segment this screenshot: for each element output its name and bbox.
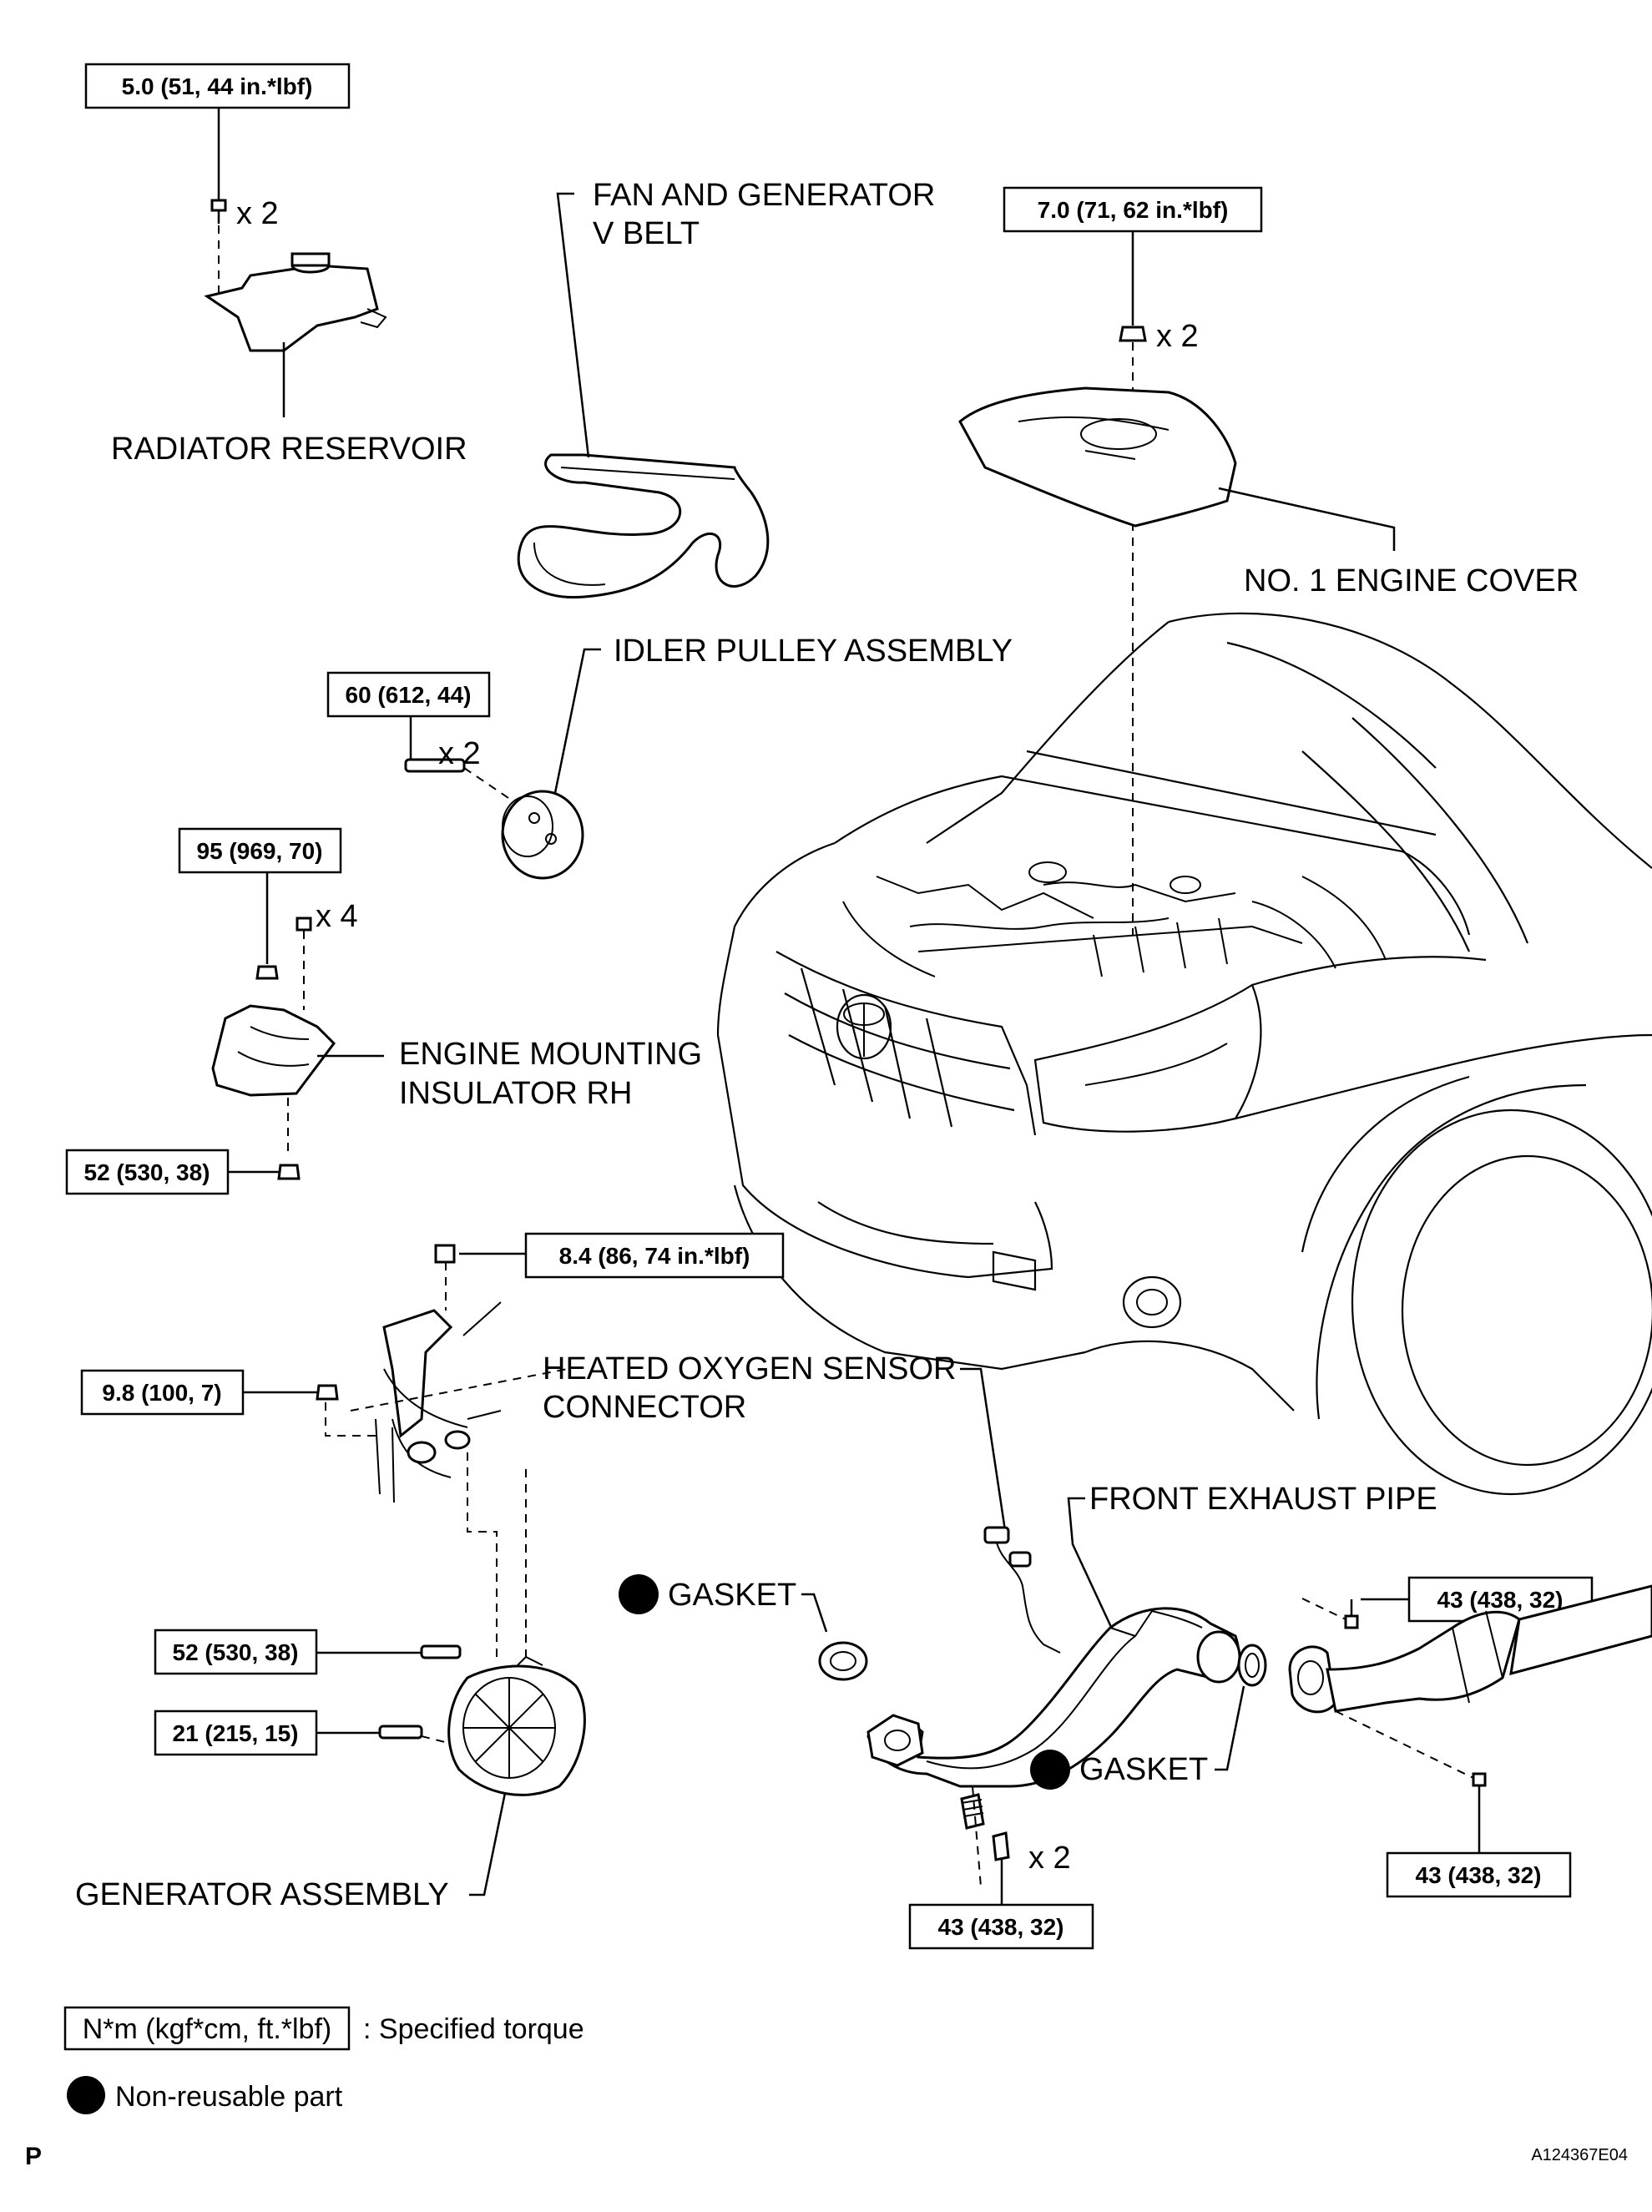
idler-pulley-qty: x 2 (438, 736, 481, 771)
bracket-nut-torque-box (80, 1369, 245, 1416)
generator-upper-torque: 52 (530, 38) (173, 1639, 299, 1665)
legend-torque-text: : Specified torque (363, 2013, 584, 2045)
bolt-icon (1344, 1614, 1359, 1629)
idler-pulley-label: IDLER PULLEY ASSEMBLY (614, 634, 1013, 669)
engine-mount-label-line1: ENGINE MOUNTING (399, 1037, 702, 1072)
idler-pulley-torque: 60 (612, 44) (346, 682, 472, 708)
bracket-bolt-torque: 8.4 (86, 74 in.*lbf) (559, 1243, 750, 1269)
legend-torque-units: N*m (kgf*cm, ft.*lbf) (83, 2013, 331, 2045)
engine-mount-upper-torque: 95 (969, 70) (197, 838, 323, 864)
non-reusable-icon (619, 1574, 659, 1614)
gasket-left-part (818, 1641, 868, 1681)
bracket-group: 8.4 (86, 74 in.*lbf) 9.8 (100, 7) (80, 1232, 785, 1657)
fan-belt-part (517, 453, 770, 599)
bracket-part (382, 1309, 453, 1438)
gasket-right-group: GASKET (1030, 1644, 1267, 1790)
pipe-front-torque-box (908, 1903, 1094, 1950)
nut-icon (255, 965, 279, 980)
legend: N*m (kgf*cm, ft.*lbf) : Specified torque… (63, 2006, 584, 2114)
nut-icon (316, 1384, 339, 1401)
generator-lower-torque-box (154, 1710, 318, 1756)
engine-cover-group: 7.0 (71, 62 in.*lbf) x 2 NO. 1 ENGINE CO… (958, 186, 1579, 935)
nut-icon (277, 1164, 301, 1180)
engine-cover-torque-box (1003, 186, 1263, 233)
nut-icon (1119, 326, 1147, 342)
catalyst-pipe-group: 43 (438, 32) 43 (438, 32) (1288, 1576, 1652, 1898)
oxygen-sensor-label-line2: CONNECTOR (543, 1390, 746, 1425)
idler-pulley-group: 60 (612, 44) x 2 IDLER PULLEY ASSEMBLY (326, 634, 1013, 880)
front-exhaust-qty: x 2 (1028, 1841, 1071, 1876)
generator-group: 52 (530, 38) 21 (215, 15) GENERATOR ASSE… (75, 1629, 586, 1912)
generator-upper-torque-box (154, 1629, 318, 1675)
engine-cover-part (958, 386, 1237, 528)
bolt-icon (210, 199, 227, 212)
pipe-right-upper-torque: 43 (438, 32) (1437, 1587, 1564, 1613)
engine-mount-part (211, 1004, 336, 1097)
oxygen-sensor-label-line1: HEATED OXYGEN SENSOR (543, 1351, 957, 1386)
idler-pulley-torque-box (326, 671, 491, 718)
engine-mount-label-line2: INSULATOR RH (399, 1076, 632, 1111)
radiator-reservoir-group: 5.0 (51, 44 in.*lbf) x 2 RADIATOR RESERV… (84, 63, 467, 467)
gasket-left-label: GASKET (668, 1578, 796, 1613)
generator-label: GENERATOR ASSEMBLY (75, 1877, 449, 1912)
radiator-reservoir-torque: 5.0 (51, 44 in.*lbf) (122, 73, 313, 99)
generator-part (447, 1664, 586, 1796)
catalyst-part (1326, 1610, 1521, 1713)
non-reusable-icon (67, 2076, 105, 2114)
pipe-front-torque: 43 (438, 32) (938, 1914, 1064, 1940)
engine-mount-qty: x 4 (316, 899, 358, 934)
front-exhaust-pipe-group: FRONT EXHAUST PIPE x 2 43 (438, 32) (866, 1482, 1437, 1950)
bolt-icon (296, 917, 312, 932)
bolt-icon (404, 758, 466, 773)
engine-mount-lower-torque-box (65, 1149, 230, 1195)
fan-belt-label-line2: V BELT (593, 216, 700, 251)
radiator-reservoir-torque-box (84, 63, 351, 109)
connector-icon (983, 1526, 1010, 1544)
bolt-icon (1472, 1772, 1487, 1787)
bolt-icon (992, 1831, 1010, 1861)
pipe-right-lower-torque-box (1386, 1851, 1572, 1898)
gasket-right-part (1237, 1644, 1267, 1687)
non-reusable-icon (1030, 1750, 1070, 1790)
idler-pulley-part (501, 790, 584, 880)
engine-mount-group: 95 (969, 70) x 4 ENGINE MOUNTING INSULAT… (65, 827, 702, 1195)
vehicle-illustration (716, 612, 1652, 1496)
engine-mount-upper-torque-box (178, 827, 342, 874)
radiator-reservoir-qty: x 2 (236, 196, 279, 231)
radiator-reservoir-part (204, 264, 379, 352)
gasket-left-group: GASKET (619, 1574, 868, 1681)
spring-bolt-icon (960, 1793, 985, 1830)
bracket-nut-torque: 9.8 (100, 7) (102, 1380, 221, 1406)
legend-nonreusable-text: Non-reusable part (115, 2081, 343, 2113)
radiator-reservoir-label: RADIATOR RESERVOIR (111, 432, 467, 467)
v-belt-group: FAN AND GENERATOR V BELT (517, 178, 935, 599)
bracket-bolt-torque-box (524, 1232, 785, 1279)
legend-torque-box (63, 2006, 351, 2051)
bolt-icon (378, 1725, 423, 1740)
front-exhaust-pipe-label: FRONT EXHAUST PIPE (1089, 1482, 1437, 1517)
engine-cover-label: NO. 1 ENGINE COVER (1244, 563, 1579, 598)
engine-mount-lower-torque: 52 (530, 38) (84, 1159, 210, 1185)
pipe-right-lower-torque: 43 (438, 32) (1416, 1862, 1542, 1888)
engine-cover-torque: 7.0 (71, 62 in.*lbf) (1038, 197, 1229, 223)
fan-belt-label-line1: FAN AND GENERATOR (593, 178, 935, 213)
oxygen-sensor-group: HEATED OXYGEN SENSOR CONNECTOR (543, 1351, 1061, 1654)
bolt-icon (434, 1244, 456, 1264)
figure-code: A124367E04 (1531, 2146, 1628, 2164)
gasket-right-label: GASKET (1079, 1752, 1208, 1787)
engine-cover-qty: x 2 (1156, 319, 1199, 354)
generator-lower-torque: 21 (215, 15) (173, 1720, 299, 1746)
bolt-icon (420, 1644, 462, 1659)
footer-left-code: P (25, 2143, 42, 2170)
